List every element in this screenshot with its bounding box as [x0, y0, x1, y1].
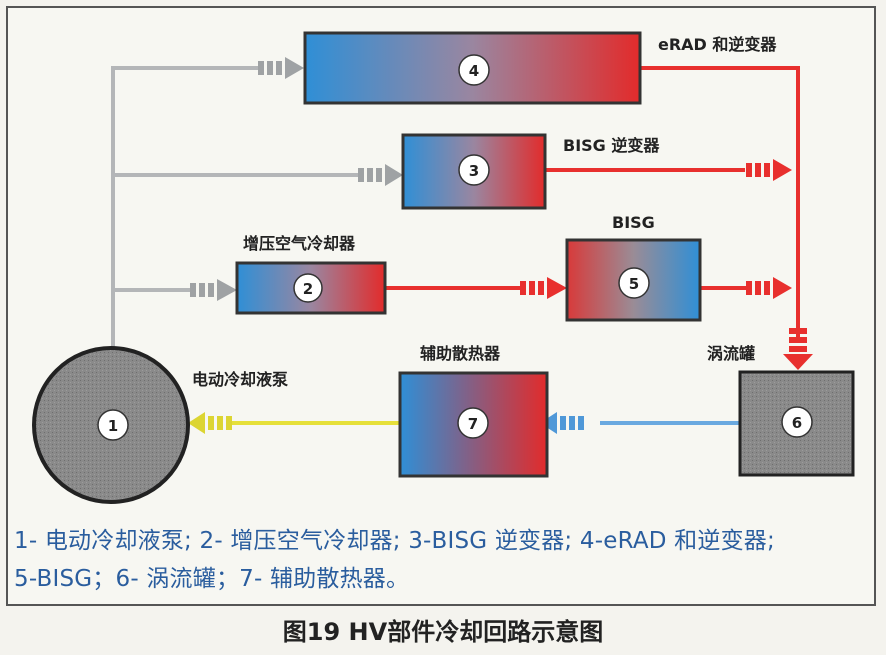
diagram-frame — [6, 6, 876, 606]
hot-arrow-from-3 — [746, 159, 792, 181]
figure-caption: 图19 HV部件冷却回路示意图 — [282, 618, 604, 646]
component-1-coolant-pump: 1 电动冷却液泵 — [32, 346, 288, 504]
component-6-label: 涡流罐 — [707, 344, 755, 363]
hot-return-lines — [385, 66, 800, 340]
component-5-label: BISG — [612, 213, 655, 232]
component-4-label: eRAD 和逆变器 — [658, 35, 777, 54]
component-4-erad-inverter: 4 eRAD 和逆变器 — [303, 31, 777, 105]
supply-arrow-to-3 — [358, 164, 403, 186]
component-2-label: 增压空气冷却器 — [243, 234, 356, 253]
component-5-bisg: 5 BISG — [565, 213, 702, 322]
component-2-number: 2 — [303, 280, 313, 298]
component-5-number: 5 — [629, 275, 639, 293]
component-3-bisg-inverter: 3 BISG 逆变器 — [401, 133, 660, 210]
component-3-number: 3 — [469, 162, 479, 180]
hot-arrow-into-6 — [783, 328, 813, 370]
hot-line-from-4 — [640, 66, 800, 340]
component-6-expansion-tank: 6 涡流罐 — [707, 344, 855, 477]
component-6-number: 6 — [792, 414, 802, 432]
return-line-6-to-7 — [540, 412, 740, 434]
cooling-circuit-diagram: 4 eRAD 和逆变器 3 BISG 逆变器 2 增压空气冷却器 5 BISG … — [32, 31, 855, 504]
component-7-aux-radiator: 7 辅助散热器 — [398, 344, 549, 478]
component-1-label: 电动冷却液泵 — [192, 370, 288, 389]
supply-arrow-to-4 — [258, 57, 304, 79]
component-3-label: BISG 逆变器 — [563, 136, 660, 155]
supply-line-to-4 — [111, 66, 262, 348]
legend-line-1: 1- 电动冷却液泵; 2- 增压空气冷却器; 3-BISG 逆变器; 4-eRA… — [14, 528, 775, 554]
component-legend: 1- 电动冷却液泵; 2- 增压空气冷却器; 3-BISG 逆变器; 4-eRA… — [14, 522, 874, 598]
line-7-to-pump — [188, 412, 400, 434]
component-4-number: 4 — [469, 62, 479, 80]
component-7-label: 辅助散热器 — [420, 344, 501, 363]
legend-line-2: 5-BISG；6- 涡流罐；7- 辅助散热器。 — [14, 566, 410, 592]
hot-arrow-from-2 — [520, 277, 567, 299]
supply-arrow-to-2 — [190, 279, 237, 301]
component-1-number: 1 — [108, 417, 118, 435]
component-7-number: 7 — [468, 415, 478, 433]
component-2-charge-air-cooler: 2 增压空气冷却器 — [235, 234, 387, 315]
hot-arrow-from-5 — [746, 277, 792, 299]
cold-supply-lines — [111, 66, 360, 348]
